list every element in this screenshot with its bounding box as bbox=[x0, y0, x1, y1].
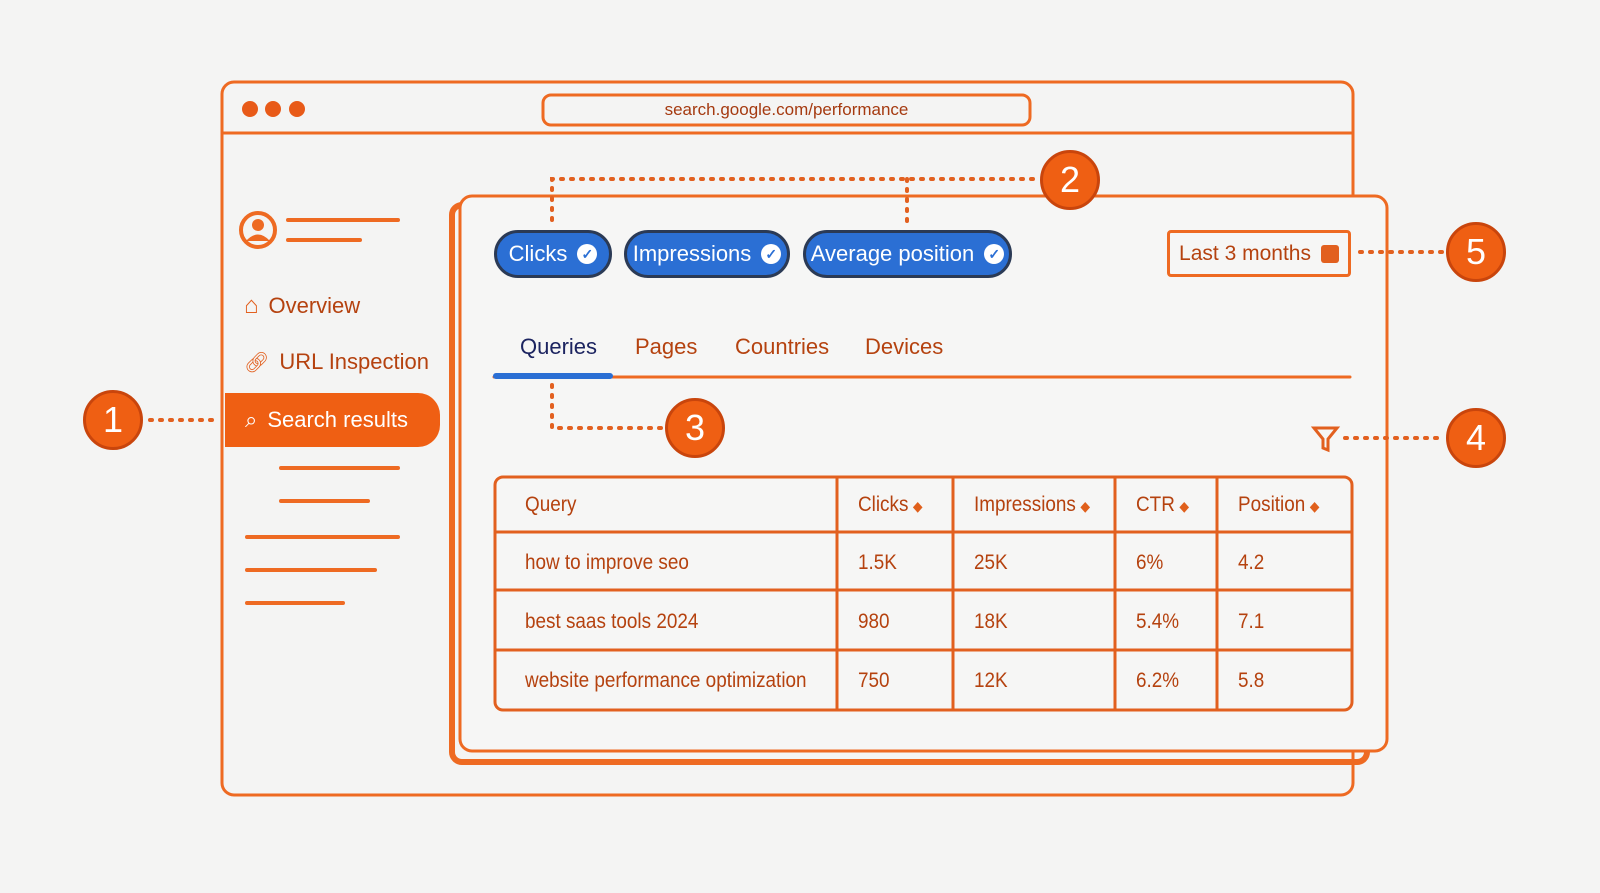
chip-label: Impressions bbox=[632, 241, 752, 266]
table-cell: 18K bbox=[974, 610, 1008, 633]
table-cell: 5.4% bbox=[1136, 610, 1180, 633]
sort-icon: ◆ bbox=[1309, 498, 1320, 514]
table-cell: 4.2 bbox=[1238, 551, 1265, 574]
url-bar bbox=[541, 93, 1032, 127]
sort-icon: ◆ bbox=[1179, 498, 1190, 514]
column-header-ctr[interactable]: CTR◆ bbox=[1136, 493, 1190, 516]
table-cell: 6% bbox=[1136, 551, 1164, 574]
sort-icon: ◆ bbox=[912, 498, 923, 514]
sidebar-item-label: URL Inspection bbox=[279, 349, 429, 374]
tab-queries[interactable]: Queries bbox=[520, 334, 598, 359]
table-cell: 750 bbox=[858, 669, 890, 692]
chip-label: Average position bbox=[810, 241, 975, 266]
column-header-clicks[interactable]: Clicks◆ bbox=[858, 493, 923, 516]
sidebar-item-label: Overview bbox=[268, 293, 361, 318]
callout-badge-2: 2 bbox=[1040, 150, 1100, 210]
table-cell: 5.8 bbox=[1238, 669, 1265, 692]
callout-badge-4: 4 bbox=[1446, 408, 1506, 468]
url-bar-text[interactable]: search.google.com/performance bbox=[664, 100, 909, 119]
window-dot bbox=[242, 101, 258, 117]
metric-chip-clicks[interactable]: Clicks ✓ bbox=[494, 230, 612, 278]
filter-icon bbox=[1310, 426, 1341, 453]
table-cell: 980 bbox=[858, 610, 890, 633]
table-cell[interactable]: website performance optimization bbox=[525, 669, 807, 692]
callout-badge-1: 1 bbox=[83, 390, 143, 450]
window-dot bbox=[289, 101, 305, 117]
table-cell: 1.5K bbox=[858, 551, 897, 574]
sidebar-item-search-results[interactable]: ⌕ Search results bbox=[225, 393, 440, 447]
home-icon: ⌂ bbox=[244, 292, 259, 319]
content-panel bbox=[458, 194, 1389, 753]
table-cell: 7.1 bbox=[1238, 610, 1265, 633]
table-cell: 25K bbox=[974, 551, 1008, 574]
callout-badge-3: 3 bbox=[665, 398, 725, 458]
table-cell: 6.2% bbox=[1136, 669, 1180, 692]
avatar bbox=[239, 211, 277, 249]
date-range-label: Last 3 months bbox=[1179, 241, 1311, 265]
column-header-query[interactable]: Query bbox=[525, 493, 577, 516]
metric-chip-impressions[interactable]: Impressions ✓ bbox=[624, 230, 790, 278]
date-range-button[interactable]: Last 3 months bbox=[1167, 230, 1351, 277]
check-icon: ✓ bbox=[761, 244, 782, 264]
check-icon: ✓ bbox=[984, 244, 1005, 264]
sidebar-item-url-inspection[interactable]: 🔗︎ URL Inspection bbox=[244, 349, 429, 375]
sidebar-item-label: Search results bbox=[267, 407, 408, 432]
table-cell: 12K bbox=[974, 669, 1008, 692]
tab-devices[interactable]: Devices bbox=[865, 334, 944, 359]
calendar-icon bbox=[1320, 244, 1339, 263]
metric-chip-average-position[interactable]: Average position ✓ bbox=[803, 230, 1012, 278]
sidebar-item-overview[interactable]: ⌂ Overview bbox=[244, 292, 360, 320]
check-icon: ✓ bbox=[577, 244, 598, 264]
callout-badge-5: 5 bbox=[1446, 222, 1506, 282]
placeholder-lines bbox=[245, 466, 400, 605]
chip-label: Clicks bbox=[508, 241, 568, 266]
tab-countries[interactable]: Countries bbox=[735, 334, 830, 359]
table-cell[interactable]: best saas tools 2024 bbox=[525, 610, 699, 633]
window-dot bbox=[265, 101, 281, 117]
callout-connectors bbox=[148, 177, 1447, 440]
sort-icon: ◆ bbox=[1080, 498, 1091, 514]
column-header-position[interactable]: Position◆ bbox=[1238, 493, 1320, 516]
table-grid bbox=[493, 475, 1354, 712]
link-icon: 🔗︎ bbox=[244, 351, 270, 374]
table-cell[interactable]: how to improve seo bbox=[525, 551, 689, 574]
tab-pages[interactable]: Pages bbox=[635, 334, 698, 359]
column-header-impressions[interactable]: Impressions◆ bbox=[974, 493, 1091, 516]
search-icon: ⌕ bbox=[245, 407, 258, 432]
